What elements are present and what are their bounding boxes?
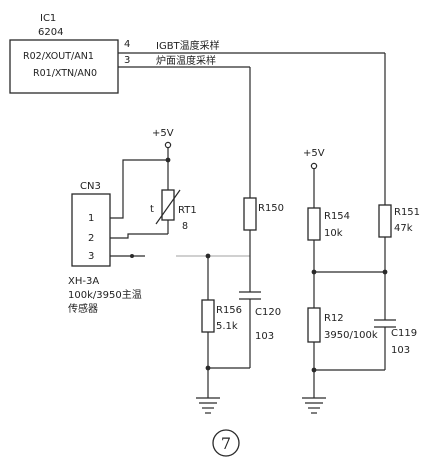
rt1-ref: RT1 xyxy=(178,205,197,216)
ic1-pin-bottom-label: R01/XTN/AN0 xyxy=(33,68,97,79)
r151-junction xyxy=(382,269,388,275)
c119-value: 103 xyxy=(391,345,410,356)
left-ground-icon xyxy=(196,397,220,414)
c119-ref: C119 xyxy=(391,328,417,339)
r154-junction xyxy=(311,269,317,275)
r12-ref: R12 xyxy=(324,313,344,324)
r12-body xyxy=(307,307,321,343)
r156-value: 5.1k xyxy=(216,321,238,332)
cn3-pin2-wire xyxy=(110,233,168,239)
ic1-pin-number-4: 4 xyxy=(124,39,130,50)
c120-value: 103 xyxy=(255,331,274,342)
rt1-slash xyxy=(155,189,181,225)
surface-temp-net-label: 炉面温度采样 xyxy=(156,54,216,67)
cn3-desc-line2: 传感器 xyxy=(68,302,98,315)
right-ground-icon xyxy=(302,397,326,414)
cn3-ref: CN3 xyxy=(80,181,101,192)
left-ground-junction xyxy=(205,365,211,371)
c120-ref: C120 xyxy=(255,307,281,318)
cn3-pin1-wire xyxy=(110,159,168,219)
r151-value: 47k xyxy=(394,223,413,234)
r151-ref: R151 xyxy=(394,207,420,218)
cn3-pin3-node xyxy=(130,254,134,258)
r150-body xyxy=(243,197,257,231)
figure-number-circle xyxy=(212,429,240,457)
cn3-pin-1: 1 xyxy=(88,213,94,224)
ic1-ref: IC1 xyxy=(40,13,56,24)
ic1-pin-top-label: R02/XOUT/AN1 xyxy=(23,51,94,62)
r12-value: 3950/100k xyxy=(324,330,378,341)
r156-body xyxy=(201,299,215,333)
supply-right-label: +5V xyxy=(303,148,325,159)
r150-ref: R150 xyxy=(258,203,284,214)
rt1-value: 8 xyxy=(182,221,188,232)
rt1-t-symbol: t xyxy=(150,204,154,215)
r154-body xyxy=(307,207,321,241)
figure-number: 7 xyxy=(221,434,231,453)
r156-ref: R156 xyxy=(216,305,242,316)
supply-right-terminal xyxy=(310,162,318,170)
r154-value: 10k xyxy=(324,228,343,239)
cn3-pin-2: 2 xyxy=(88,233,94,244)
cn3-model: XH-3A xyxy=(68,276,99,287)
right-ground-junction xyxy=(311,367,317,373)
supply-left-terminal xyxy=(164,141,172,149)
rt1-body xyxy=(161,189,175,221)
ic1-body xyxy=(9,39,119,94)
cn3-desc-line1: 100k/3950主温 xyxy=(68,289,142,301)
r151-body xyxy=(378,204,392,238)
supply-left-label: +5V xyxy=(152,128,174,139)
cn3-body xyxy=(71,193,111,267)
ic1-part: 6204 xyxy=(38,27,63,38)
cn3-pin-3: 3 xyxy=(88,251,94,262)
igbt-temp-net-label: IGBT温度采样 xyxy=(156,39,220,52)
ic1-pin-number-3: 3 xyxy=(124,55,130,66)
r154-ref: R154 xyxy=(324,211,350,222)
